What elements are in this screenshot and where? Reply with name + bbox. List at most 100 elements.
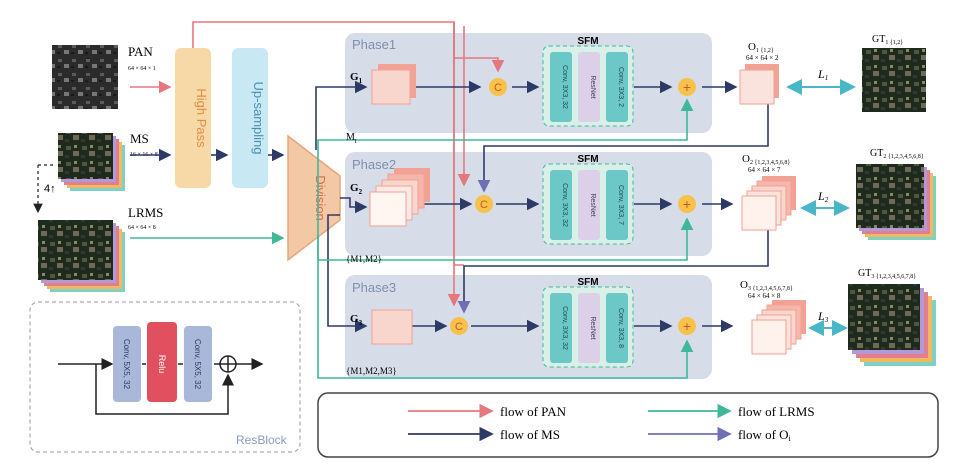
division-label: Division [313,175,328,221]
sfm1-conv1: Conv, 3X3, 32 [561,65,568,109]
svg-text:flow of Oi: flow of Oi [738,427,792,443]
loss3-symbol: L [817,309,825,323]
legend-item-o: flow of Oi [648,426,792,443]
up-sampling-label: Up-sampling [251,82,266,155]
resblock-lines [58,358,264,415]
legend-item-lrms: flow of LRMS [648,403,815,419]
legend-item-pan: flow of PAN [408,403,567,419]
resblock-conv1 [113,326,141,402]
svg-text:GT2 {1,2,3,4,5,6,8}: GT2 {1,2,3,4,5,6,8} [870,148,924,160]
loss2-symbol: L [817,189,825,203]
svg-text:O2 {1,2,3,4,5,6,8}: O2 {1,2,3,4,5,6,8} [742,153,790,166]
sfm3-conv2: Conv, 3X3, 8 [617,308,624,348]
sfm3-resnet: ResNet [589,316,596,339]
add-operator-1: + [678,78,696,96]
svg-text:L1: L1 [817,67,828,82]
concat-operator-1: C [489,78,507,96]
loss-arrows [786,79,856,336]
svg-text:L2: L2 [817,189,829,204]
o1-size: 64 × 64 × 2 [746,54,779,62]
svg-text:O1 {1,2}: O1 {1,2} [748,41,774,54]
svg-text:GT3 {1,2,3,4,5,6,7,8}: GT3 {1,2,3,4,5,6,7,8} [858,268,916,280]
svg-text:+: + [683,196,691,212]
gt1-label: GT [872,34,885,45]
mask3-label: {M1,M2,M3} [346,366,397,376]
g2-block [369,168,430,227]
ms-flow-lines [130,80,738,333]
lrms-size: 64 × 64 × 8 [128,225,156,231]
gt1-image [862,48,926,112]
o2-label: O [742,153,750,165]
svg-text:flow of MS: flow of MS [500,427,560,442]
sfm1-conv2: Conv, 3X3, 2 [617,67,624,107]
sfm1-resnet: ResNet [589,75,596,98]
lrms-label: LRMS [128,205,163,220]
ms-label: MS [130,131,149,146]
sfm2-conv1: Conv, 3X3, 32 [561,183,568,227]
gt2-image-stack [856,164,936,240]
resblock-relu [147,322,177,402]
svg-text:C: C [455,321,463,333]
high-pass-block [175,48,211,188]
g1-block [371,64,416,105]
o3-size: 64 × 64 × 8 [748,292,781,300]
svg-text:Relu: Relu [157,355,167,374]
add-operator-2: + [678,195,696,213]
svg-text:flow of PAN: flow of PAN [500,404,567,419]
add-operator-3: + [678,317,696,335]
o3-label: O [740,279,748,291]
gt2-label: GT [870,148,883,159]
phase3-title: Phase3 [352,280,396,295]
phase2-title: Phase2 [352,157,396,172]
o2-size: 64 × 64 × 7 [748,166,781,174]
sfm-module-2 [542,163,634,245]
up-sampling-block [232,48,268,188]
phase1-title: Phase1 [352,37,396,52]
svg-text:+: + [683,318,691,334]
gt3-label: GT [858,268,871,279]
sfm2-conv2: Conv, 3X3, 7 [617,185,624,225]
pan-flow-lines [130,21,505,307]
ms-image-stack [58,133,125,191]
svg-text:L3: L3 [817,309,829,324]
svg-text:O3 {1,2,3,4,5,6,7,8}: O3 {1,2,3,4,5,6,7,8} [740,279,793,292]
mask1-sub: 1 [354,139,357,145]
gt3-image-stack [848,284,936,366]
sfm2-title: SFM [577,154,598,165]
loss1-symbol: L [817,67,825,81]
lrms-flow-lines [130,98,694,379]
mask2-label: {M1,M2} [346,254,382,264]
g3-block [371,309,413,345]
concat-operator-3: C [450,317,468,335]
legend-box [317,392,939,458]
pan-label: PAN [128,44,153,59]
o1-label: O [748,41,756,53]
output-o2 [741,176,796,231]
division-block [287,134,341,262]
resblock-frame [29,301,301,453]
g1-label: G [350,71,359,83]
sfm2-resnet: ResNet [589,193,596,216]
svg-text:GT1 {1,2}: GT1 {1,2} [872,34,903,46]
pan-image [52,45,118,109]
resblock-title: ResBlock [236,433,288,447]
svg-text:C: C [480,199,488,211]
resblock-add-icon [219,355,237,373]
svg-text:+: + [683,79,691,95]
legend-item-ms: flow of MS [408,426,560,442]
g3-label: G [350,313,359,325]
svg-text:C: C [494,82,502,94]
svg-text:G2: G2 [350,182,363,196]
output-o1 [739,64,779,105]
sfm-module-3 [542,286,634,368]
svg-text:Conv, 5X5, 32: Conv, 5X5, 32 [193,339,202,390]
g2-label: G [350,182,359,194]
sfm3-title: SFM [577,277,598,288]
concat-operator-2: C [475,195,493,213]
sfm1-title: SFM [577,36,598,47]
svg-text:G1: G1 [350,71,363,85]
svg-text:flow of LRMS: flow of LRMS [738,404,815,419]
upscale-label: 4↑ [44,183,56,195]
